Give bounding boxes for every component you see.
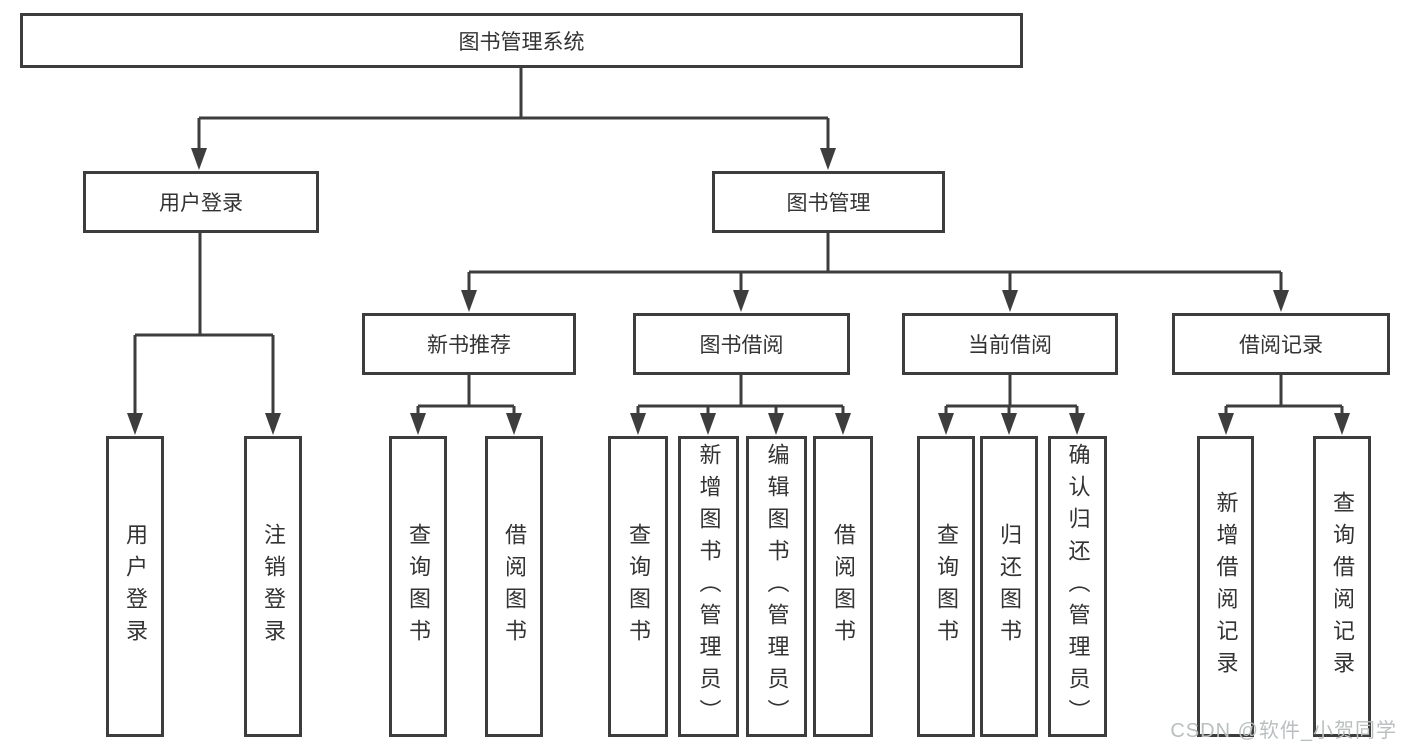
arrowheads-borrow-record-group	[1218, 413, 1350, 435]
leaf-add-borrow-record: 新增借阅记录	[1197, 436, 1254, 737]
connector-new-book-group	[416, 375, 516, 416]
connector-root-to-level2	[197, 68, 830, 152]
leaf-logout: 注销登录	[244, 436, 302, 737]
leaf-user-login: 用户登录	[106, 436, 164, 737]
arrowheads-book-borrow-group	[630, 413, 851, 435]
leaf-return-books: 归还图书	[980, 436, 1038, 737]
watermark-text: CSDN @软件_小贺同学	[1170, 720, 1397, 742]
connector-borrow-record-group	[1224, 375, 1344, 416]
arrowheads-new-book-group	[410, 413, 522, 435]
node-new-book-recommend: 新书推荐	[362, 313, 576, 375]
leaf-add-book-admin: 新增图书（管理员）	[678, 436, 739, 737]
connector-book-borrow-group	[636, 375, 845, 416]
node-user-login: 用户登录	[83, 171, 319, 233]
node-book-borrow: 图书借阅	[633, 313, 850, 375]
leaf-borrow-books: 借阅图书	[813, 436, 873, 737]
leaf-confirm-return-admin: 确认归还（管理员）	[1048, 436, 1107, 737]
arrowheads-level3	[461, 290, 1289, 312]
arrowheads-user-login-group	[127, 413, 281, 435]
connector-current-borrow-group	[944, 375, 1079, 416]
node-root-system: 图书管理系统	[20, 13, 1023, 68]
leaf-query-books-current: 查询图书	[917, 436, 975, 737]
connector-book-management-to-level3	[467, 233, 1283, 293]
leaf-edit-book-admin: 编辑图书（管理员）	[746, 436, 807, 737]
leaf-query-books-recommend: 查询图书	[389, 436, 447, 737]
arrowheads-current-borrow-group	[938, 413, 1085, 435]
leaf-borrow-books-recommend: 借阅图书	[485, 436, 543, 737]
node-book-management: 图书管理	[712, 171, 945, 233]
node-borrow-records: 借阅记录	[1172, 313, 1390, 375]
leaf-query-borrow-record: 查询借阅记录	[1313, 436, 1371, 737]
connector-user-login-group	[133, 233, 275, 416]
node-current-borrow: 当前借阅	[902, 313, 1118, 375]
leaf-query-books-borrow: 查询图书	[608, 436, 668, 737]
arrowheads-level2	[191, 148, 836, 170]
